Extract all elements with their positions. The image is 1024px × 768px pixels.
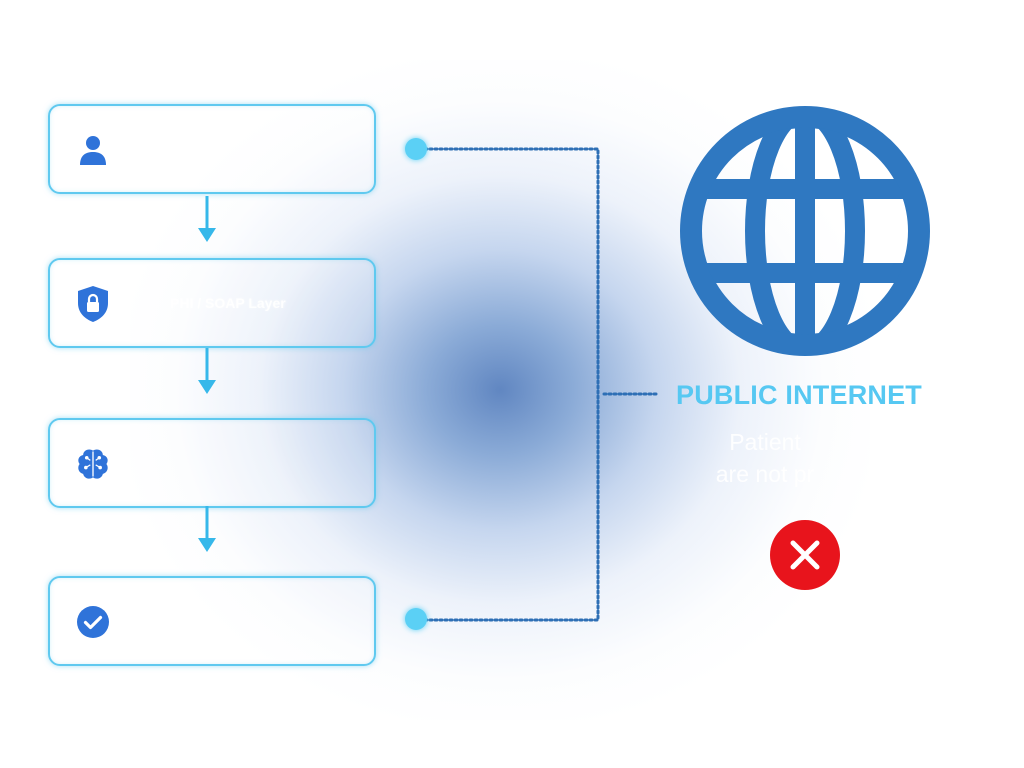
connector-dot-top bbox=[405, 138, 427, 160]
step-label bbox=[170, 420, 370, 506]
check-circle-icon bbox=[76, 605, 110, 639]
arrow-down-icon bbox=[198, 506, 216, 552]
brain-circuit-icon bbox=[76, 447, 110, 481]
step-box-verified bbox=[48, 576, 376, 666]
step-label bbox=[170, 578, 370, 664]
step-box-ai bbox=[48, 418, 376, 508]
public-internet-subtitle: Patient are not pr bbox=[715, 429, 815, 487]
step-label: PHI / SOAP Layer bbox=[170, 295, 286, 311]
public-internet-title: PUBLIC INTERNET bbox=[676, 380, 922, 410]
background-glow bbox=[130, 60, 870, 720]
arrow-down-icon bbox=[198, 196, 216, 242]
arrow-down-icon bbox=[198, 348, 216, 394]
x-circle-icon bbox=[770, 520, 840, 590]
shield-lock-icon bbox=[76, 286, 110, 322]
step-box-user bbox=[48, 104, 376, 194]
step-box-security: PHI / SOAP Layer bbox=[48, 258, 376, 348]
globe-icon bbox=[680, 106, 930, 356]
step-label bbox=[170, 106, 370, 192]
user-icon bbox=[76, 133, 110, 167]
connector-dot-bottom bbox=[405, 608, 427, 630]
